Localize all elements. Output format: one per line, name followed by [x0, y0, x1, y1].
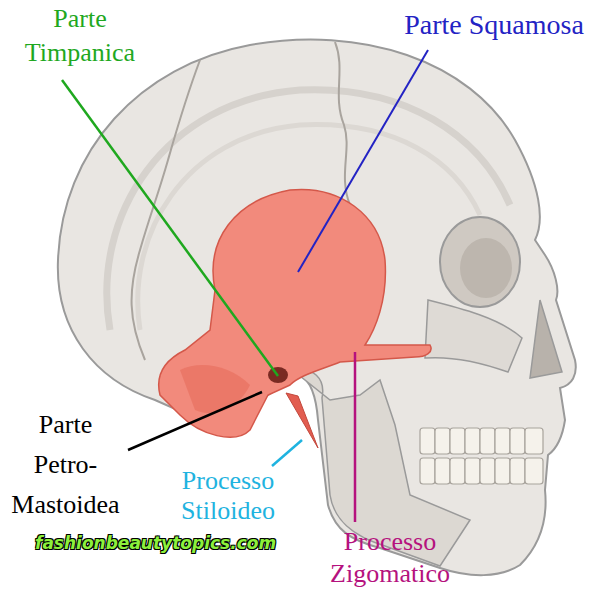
part-label: Processo Zigomatico	[315, 526, 465, 590]
nasal-aperture	[530, 300, 562, 378]
mastoid-shading	[180, 365, 250, 413]
lambdoid-suture	[132, 60, 200, 360]
watermark: fashionbeautytopics.com	[35, 532, 275, 554]
styloid-process	[286, 393, 318, 448]
leader-line	[298, 50, 428, 272]
leader-line	[128, 392, 262, 450]
part-label: Parte Squamosa	[398, 8, 590, 42]
orbit-depth	[460, 238, 512, 298]
orbit	[440, 217, 520, 307]
part-label: Parte Timpanica	[5, 2, 155, 70]
part-label: Processo Stiloideo	[158, 466, 298, 526]
skull-outline	[58, 39, 576, 575]
leader-line	[354, 352, 357, 522]
zygomatic-bone	[425, 300, 522, 372]
teeth	[420, 428, 543, 484]
leader-line	[62, 80, 278, 376]
part-label: Parte Petro-Mastoidea	[8, 405, 123, 525]
leader-line	[272, 440, 302, 466]
